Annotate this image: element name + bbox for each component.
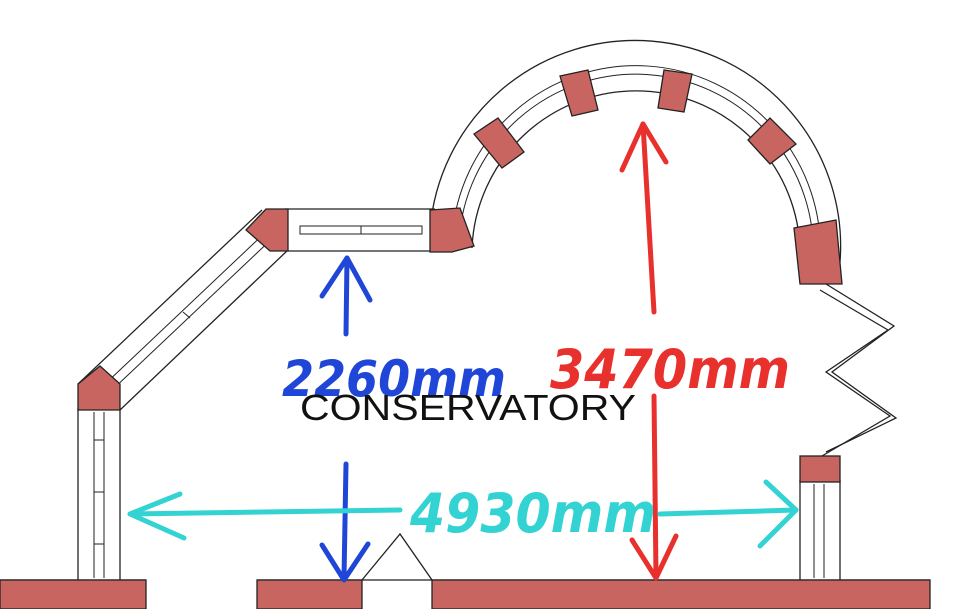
pier-bottom-left xyxy=(0,579,147,609)
masonry-piers xyxy=(0,69,931,609)
dimension-arrow-cyan xyxy=(127,479,799,549)
bifold-door xyxy=(819,283,898,457)
diagonal-window-frame xyxy=(77,209,289,411)
pier-bottom-center xyxy=(256,579,363,609)
curved-bay-frame xyxy=(429,39,842,263)
pier-curve-2 xyxy=(559,69,599,117)
dimension-arrow-blue xyxy=(319,255,373,583)
dimension-label-red: 3470mm xyxy=(550,338,790,401)
dimension-arrow-red xyxy=(619,121,679,581)
top-window-frame xyxy=(285,208,435,252)
pier-right-mid xyxy=(799,455,841,483)
pier-curve-4 xyxy=(747,117,797,165)
pier-left-corner xyxy=(77,365,121,411)
entrance-door xyxy=(360,532,434,581)
pier-curve-5 xyxy=(793,219,843,285)
pier-diagonal-top xyxy=(245,208,289,252)
dimension-label-cyan: 4930mm xyxy=(409,482,656,545)
pier-curve-3 xyxy=(657,69,693,113)
right-window-frame xyxy=(799,480,841,580)
pier-bottom-right xyxy=(431,579,931,609)
pier-top-right xyxy=(429,207,475,253)
left-window-frame xyxy=(77,408,121,580)
dimension-label-blue: 2260mm xyxy=(282,350,506,408)
pier-curve-1 xyxy=(473,117,525,169)
room-label: CONSERVATORY xyxy=(300,387,636,428)
